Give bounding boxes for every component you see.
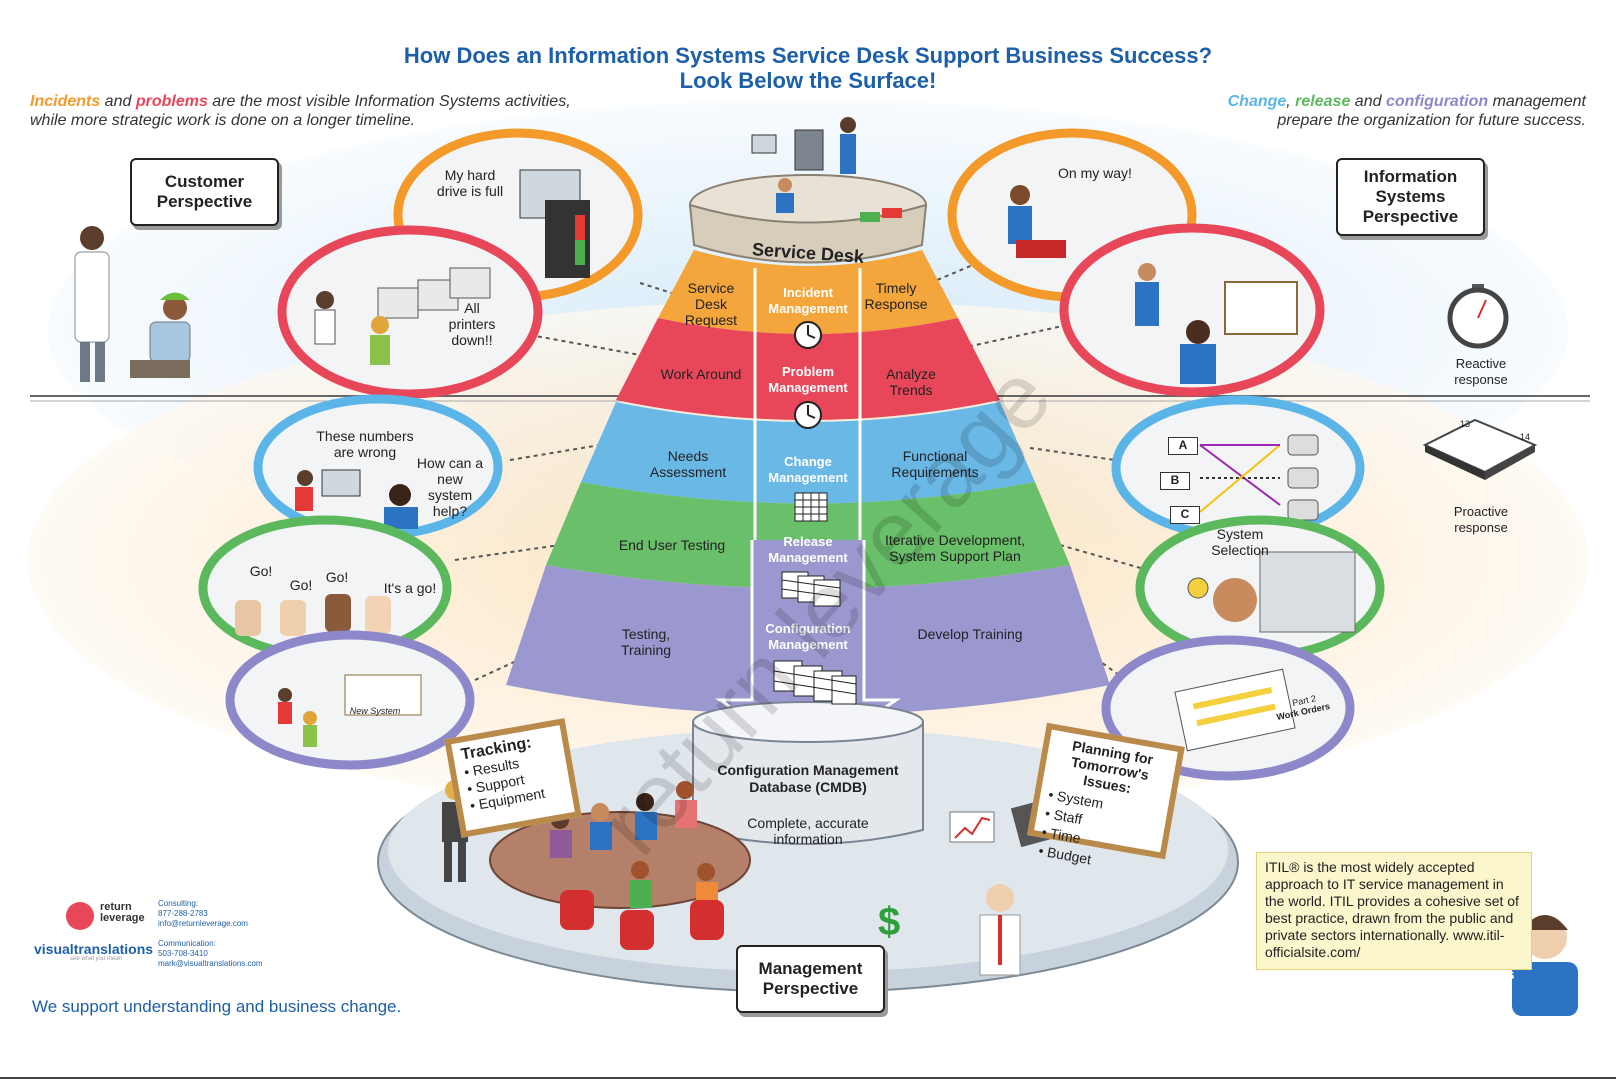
change-word: Change <box>1227 93 1287 110</box>
intro-right-rest: management <box>1488 93 1586 110</box>
cmdb-subtitle: Complete, accurate information <box>747 815 869 847</box>
reactive-response-label: Reactive response <box>1454 356 1508 387</box>
new-system-text: How can a new system help? <box>416 455 484 519</box>
system-selection-text: System Selection <box>1211 526 1269 558</box>
layer-3-left: End User Testing <box>618 537 726 553</box>
layer-incident <box>658 250 958 334</box>
is-perspective-box: Information Systems Perspective <box>1336 158 1485 236</box>
on-my-way-text: On my way! <box>1058 165 1132 181</box>
itil-note: ITIL® is the most widely accepted approa… <box>1256 852 1532 970</box>
customer-characters <box>74 226 191 382</box>
go-text-2: Go! <box>289 577 313 593</box>
layer-2-left: Needs Assessment <box>649 448 727 480</box>
management-perspective-box: Management Perspective <box>736 945 885 1013</box>
svg-text:$: $ <box>878 900 900 944</box>
layer-4-center: Configuration Management <box>765 621 851 652</box>
problems-word: problems <box>135 93 208 110</box>
communication-phone: 503-708-3410 <box>158 949 208 958</box>
consulting-label: Consulting: <box>158 899 199 908</box>
layer-1-left: Work Around <box>660 366 742 382</box>
communication-email[interactable]: mark@visualtranslations.com <box>158 959 263 968</box>
consulting-contact: Consulting: 877-288-2783 info@returnleve… <box>158 899 288 929</box>
intro-left-line2: while more strategic work is done on a l… <box>30 112 416 129</box>
layer-4-left: Testing, Training <box>620 626 672 658</box>
configuration-word: configuration <box>1385 93 1489 110</box>
option-b: B <box>1160 472 1190 490</box>
stopwatch-icon <box>1447 284 1509 349</box>
communication-label: Communication: <box>158 939 216 948</box>
visual-translations-tagline: see what you mean <box>70 956 123 962</box>
layer-1-center: Problem Management <box>768 364 848 395</box>
tracking-board: Tracking: • Results • Support • Equipmen… <box>444 718 582 838</box>
bubble-system-selection <box>1111 395 1365 541</box>
layer-0-left: Service Desk Request <box>684 280 738 328</box>
proactive-response-label: Proactive response <box>1453 504 1509 535</box>
release-word: release <box>1295 93 1351 110</box>
new-system-sign-text: New System <box>349 706 401 716</box>
hard-drive-text: My hard drive is full <box>436 167 504 199</box>
calendar-icon <box>1422 418 1538 480</box>
is-character <box>1512 915 1578 1016</box>
visual-translations-logo: visualtranslations <box>34 941 154 957</box>
clock-icon <box>794 321 822 349</box>
bubble-diagram <box>1059 223 1325 397</box>
consulting-email[interactable]: info@returnleverage.com <box>158 919 248 928</box>
printers-text: All printers down!! <box>448 300 496 348</box>
layer-1-right: Analyze Trends <box>886 366 936 398</box>
option-c: C <box>1170 506 1200 524</box>
clock-icon <box>794 401 822 429</box>
return-leverage-logo-icon <box>66 902 94 930</box>
grid-icon <box>781 571 841 607</box>
customer-perspective-box: Customer Perspective <box>130 158 279 226</box>
communication-contact: Communication: 503-708-3410 mark@visualt… <box>158 939 298 969</box>
service-desk-illustration <box>751 117 902 222</box>
is-badge: IS <box>1504 970 1515 982</box>
main-title: How Does an Information Systems Service … <box>403 43 1213 68</box>
layer-2-center: Change Management <box>768 454 848 485</box>
layer-3-right: Iterative Development, System Support Pl… <box>884 532 1026 564</box>
layer-0-center: Incident Management <box>768 285 848 316</box>
grid-icon <box>773 660 857 705</box>
layer-4-right: Develop Training <box>917 626 1023 642</box>
go-text-1: Go! <box>249 563 273 579</box>
numbers-text: These numbers are wrong <box>316 428 414 460</box>
intro-right: Change, release and configuration manage… <box>986 92 1586 130</box>
layer-release <box>546 482 1070 589</box>
grid-icon <box>794 492 828 522</box>
layer-change <box>581 402 1035 504</box>
planning-board: Planning for Tomorrow's Issues: • System… <box>1027 722 1185 867</box>
option-a: A <box>1168 437 1198 455</box>
layer-3-center: Release Management <box>768 534 848 565</box>
calendar-day-13: 13 <box>1460 419 1471 429</box>
layer-0-right: Timely Response <box>864 280 928 312</box>
layer-problem <box>616 318 1000 420</box>
incidents-word: Incidents <box>30 93 101 110</box>
cmdb-title: Configuration Management Database (CMDB) <box>717 762 899 795</box>
intro-right-and: and <box>1350 93 1386 110</box>
intro-left-rest: are the most visible Information Systems… <box>207 93 571 110</box>
intro-left-and: and <box>100 93 136 110</box>
main-subtitle: Look Below the Surface! <box>679 68 937 93</box>
calendar-day-14: 14 <box>1520 432 1531 442</box>
consulting-phone: 877-288-2783 <box>158 909 208 918</box>
go-text-3: Go! <box>325 569 349 585</box>
intro-left: Incidents and problems are the most visi… <box>30 92 650 130</box>
layer-2-right: Functional Requirements <box>891 448 979 480</box>
footer-tagline: We support understanding and business ch… <box>32 997 402 1016</box>
return-leverage-logo: return leverage <box>100 901 145 924</box>
intro-right-line2: prepare the organization for future succ… <box>1277 112 1586 129</box>
intro-right-comma: , <box>1286 93 1296 110</box>
its-a-go-text: It's a go! <box>383 580 437 596</box>
meeting-table <box>442 780 751 950</box>
